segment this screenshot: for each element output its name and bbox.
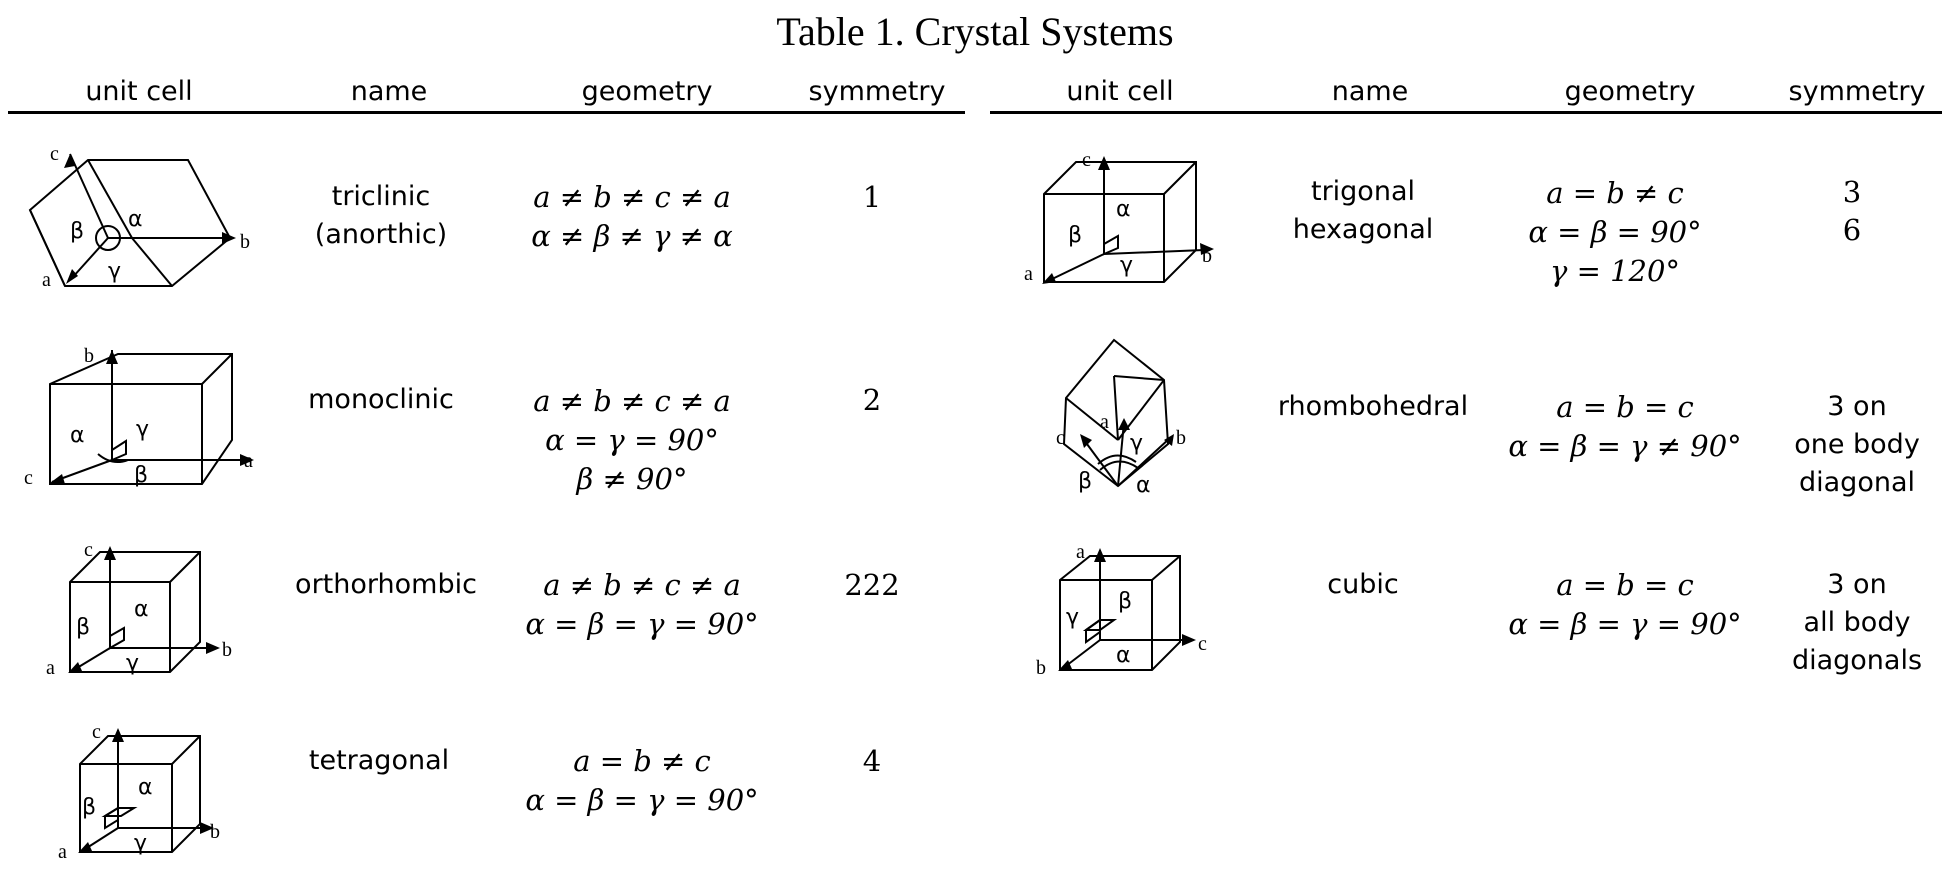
- monoclinic-symmetry: 2: [862, 383, 882, 417]
- trigonal-hexagonal-symmetry: 3 6: [1842, 175, 1862, 247]
- monoclinic-axis-c-label: c: [24, 467, 33, 489]
- triclinic-beta-label: β: [70, 219, 84, 244]
- tetragonal-axis-a-label: a: [58, 841, 67, 863]
- rhombohedral-geometry: a = b = c α = β = γ ≠ 90°: [1508, 390, 1742, 463]
- header-name-left: name: [350, 76, 428, 107]
- tetragonal-alpha-label: α: [138, 775, 153, 800]
- cubic-geometry: a = b = c α = β = γ = 90°: [1508, 568, 1742, 641]
- header-unit-cell-right: unit cell: [1066, 76, 1174, 107]
- cubic-axis-c-label: c: [1198, 633, 1207, 655]
- tetragonal-gamma-label: γ: [134, 831, 147, 856]
- monoclinic-alpha-label: α: [70, 423, 85, 448]
- orthorhombic-beta-label: β: [76, 615, 90, 640]
- orthorhombic-geometry: a ≠ b ≠ c ≠ a α = β = γ = 90°: [525, 568, 759, 641]
- cubic-alpha-label: α: [1116, 643, 1131, 668]
- cubic-gamma-label: γ: [1066, 605, 1079, 630]
- triclinic-gamma-label: γ: [108, 259, 121, 284]
- tetragonal-name: tetragonal: [308, 745, 450, 776]
- monoclinic-unit-cell-diagram: b a c α γ β: [24, 345, 254, 489]
- monoclinic-name: monoclinic: [308, 384, 454, 415]
- header-rule-right: [990, 111, 1942, 114]
- header-geometry-left: geometry: [581, 76, 713, 107]
- orthorhombic-gamma-label: γ: [126, 651, 139, 676]
- monoclinic-axis-a-label: a: [244, 450, 253, 472]
- header-unit-cell-left: unit cell: [85, 76, 193, 107]
- rhombohedral-axis-a-label: a: [1100, 411, 1109, 433]
- monoclinic-gamma-label: γ: [136, 417, 149, 442]
- rhombohedral-axis-b-label: b: [1176, 427, 1186, 449]
- triclinic-unit-cell-diagram: c b a α β γ: [28, 143, 250, 291]
- trigonal-beta-label: β: [1068, 223, 1082, 248]
- orthorhombic-unit-cell-diagram: c b a α β γ: [46, 539, 232, 679]
- table-title: Table 1. Crystal Systems: [776, 9, 1174, 54]
- orthorhombic-axis-b-label: b: [222, 639, 232, 661]
- triclinic-alpha-label: α: [128, 207, 143, 232]
- header-symmetry-right: symmetry: [1788, 76, 1926, 107]
- trigonal-hexagonal-geometry: a = b ≠ c α = β = 90° γ = 120°: [1528, 176, 1702, 288]
- rhombohedral-symmetry: 3 on one body diagonal: [1794, 391, 1920, 498]
- rhombohedral-name: rhombohedral: [1277, 391, 1469, 422]
- tetragonal-axis-b-label: b: [210, 821, 220, 843]
- trigonal-alpha-label: α: [1116, 197, 1131, 222]
- trigonal-axis-c-label: c: [1082, 149, 1091, 171]
- cubic-beta-label: β: [1118, 589, 1132, 614]
- rhombohedral-beta-label: β: [1078, 469, 1092, 494]
- tetragonal-symmetry: 4: [862, 744, 882, 778]
- header-symmetry-left: symmetry: [808, 76, 946, 107]
- monoclinic-geometry: a ≠ b ≠ c ≠ a α = γ = 90° β ≠ 90°: [533, 384, 731, 496]
- orthorhombic-symmetry: 222: [844, 568, 900, 602]
- triclinic-name: triclinic (anorthic): [314, 181, 448, 250]
- trigonal-hexagonal-unit-cell-diagram: c b a α β γ: [1024, 149, 1214, 285]
- trigonal-hexagonal-name: trigonal hexagonal: [1292, 176, 1434, 245]
- trigonal-axis-b-label: b: [1202, 245, 1212, 267]
- tetragonal-axis-c-label: c: [92, 721, 101, 743]
- header-name-right: name: [1331, 76, 1409, 107]
- trigonal-axis-a-label: a: [1024, 263, 1033, 285]
- rhombohedral-gamma-label: γ: [1130, 431, 1143, 456]
- triclinic-axis-a-label: a: [42, 269, 51, 291]
- triclinic-symmetry: 1: [862, 180, 882, 214]
- cubic-unit-cell-diagram: a c b β γ α: [1036, 541, 1207, 679]
- tetragonal-unit-cell-diagram: c b a α β γ: [58, 721, 220, 863]
- orthorhombic-axis-a-label: a: [46, 657, 55, 679]
- tetragonal-geometry: a = b ≠ c α = β = γ = 90°: [525, 744, 759, 817]
- cubic-axis-a-label: a: [1076, 541, 1085, 563]
- triclinic-axis-b-label: b: [240, 231, 250, 253]
- orthorhombic-alpha-label: α: [134, 597, 149, 622]
- monoclinic-axis-b-label: b: [84, 345, 94, 367]
- tetragonal-beta-label: β: [82, 795, 96, 820]
- rhombohedral-axis-c-label: c: [1056, 427, 1065, 449]
- trigonal-gamma-label: γ: [1120, 253, 1133, 278]
- monoclinic-beta-label: β: [134, 463, 148, 488]
- cubic-name: cubic: [1327, 569, 1399, 600]
- rhombohedral-unit-cell-diagram: c b a γ β α: [1056, 338, 1186, 498]
- triclinic-axis-c-label: c: [50, 143, 59, 165]
- header-rule-left: [8, 111, 965, 114]
- cubic-symmetry: 3 on all body diagonals: [1791, 569, 1923, 676]
- cubic-axis-b-label: b: [1036, 657, 1046, 679]
- triclinic-geometry: a ≠ b ≠ c ≠ a α ≠ β ≠ γ ≠ α: [531, 180, 733, 253]
- rhombohedral-alpha-label: α: [1136, 473, 1151, 498]
- header-geometry-right: geometry: [1564, 76, 1696, 107]
- orthorhombic-axis-c-label: c: [84, 539, 93, 561]
- orthorhombic-name: orthorhombic: [295, 569, 477, 600]
